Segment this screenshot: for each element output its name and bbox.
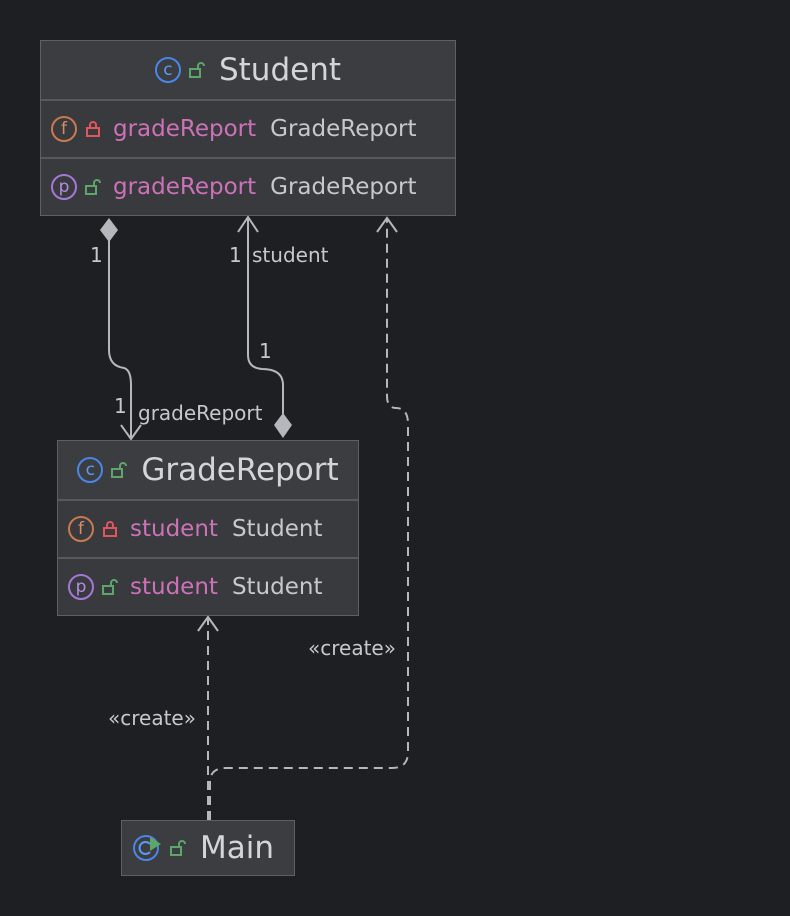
edge-create-gradereport[interactable] — [197, 615, 219, 820]
class-node-student[interactable]: c Student f gradeReport GradeReport p gr… — [40, 40, 456, 216]
class-header: c Student — [41, 41, 455, 99]
public-icon — [188, 62, 205, 78]
class-node-main[interactable]: Main — [121, 820, 295, 876]
member-name: student — [130, 574, 218, 600]
member-type: GradeReport — [270, 116, 417, 142]
role-label: student — [252, 243, 329, 267]
multiplicity-label: 1 — [229, 243, 242, 267]
member-row-property[interactable]: p student Student — [58, 557, 358, 615]
class-header: Main — [122, 821, 294, 875]
edge-composition-student-gradereport[interactable] — [100, 218, 142, 441]
arrowhead-icon — [376, 216, 398, 233]
public-icon — [85, 179, 101, 195]
private-lock-icon — [103, 521, 117, 537]
member-type: Student — [231, 574, 323, 600]
arrowhead-icon — [237, 215, 259, 233]
multiplicity-label: 1 — [259, 339, 272, 363]
composition-diamond-icon — [274, 413, 292, 438]
property-icon: p — [68, 574, 94, 600]
class-name: Student — [218, 52, 342, 88]
class-name: Main — [200, 830, 275, 866]
edge-create-student[interactable] — [209, 216, 409, 820]
class-name: GradeReport — [141, 452, 339, 488]
arrowhead-icon — [120, 424, 142, 441]
member-type: Student — [231, 516, 323, 542]
property-icon: p — [51, 174, 77, 200]
member-row-field[interactable]: f student Student — [58, 499, 358, 557]
member-row-field[interactable]: f gradeReport GradeReport — [41, 99, 455, 157]
public-icon — [102, 579, 118, 595]
stereotype-label: «create» — [308, 636, 396, 660]
multiplicity-label: 1 — [114, 394, 127, 418]
member-row-property[interactable]: p gradeReport GradeReport — [41, 157, 455, 215]
public-icon — [111, 462, 128, 478]
class-icon: c — [77, 457, 104, 483]
role-label: gradeReport — [138, 401, 263, 425]
member-name: student — [130, 516, 218, 542]
class-node-gradereport[interactable]: c GradeReport f student Student p studen… — [57, 440, 359, 616]
private-lock-icon — [86, 121, 100, 137]
runnable-class-icon — [133, 835, 161, 861]
member-type: GradeReport — [270, 174, 417, 200]
class-icon: c — [154, 57, 181, 83]
arrowhead-icon — [197, 615, 219, 632]
field-icon: f — [68, 516, 94, 542]
multiplicity-label: 1 — [90, 243, 103, 267]
field-icon: f — [51, 116, 77, 142]
member-name: gradeReport — [113, 174, 257, 200]
class-header: c GradeReport — [58, 441, 358, 499]
composition-diamond-icon — [100, 218, 118, 242]
member-name: gradeReport — [113, 116, 257, 142]
stereotype-label: «create» — [108, 706, 196, 730]
public-icon — [170, 840, 186, 856]
edge-association-gradereport-student[interactable] — [237, 215, 292, 438]
